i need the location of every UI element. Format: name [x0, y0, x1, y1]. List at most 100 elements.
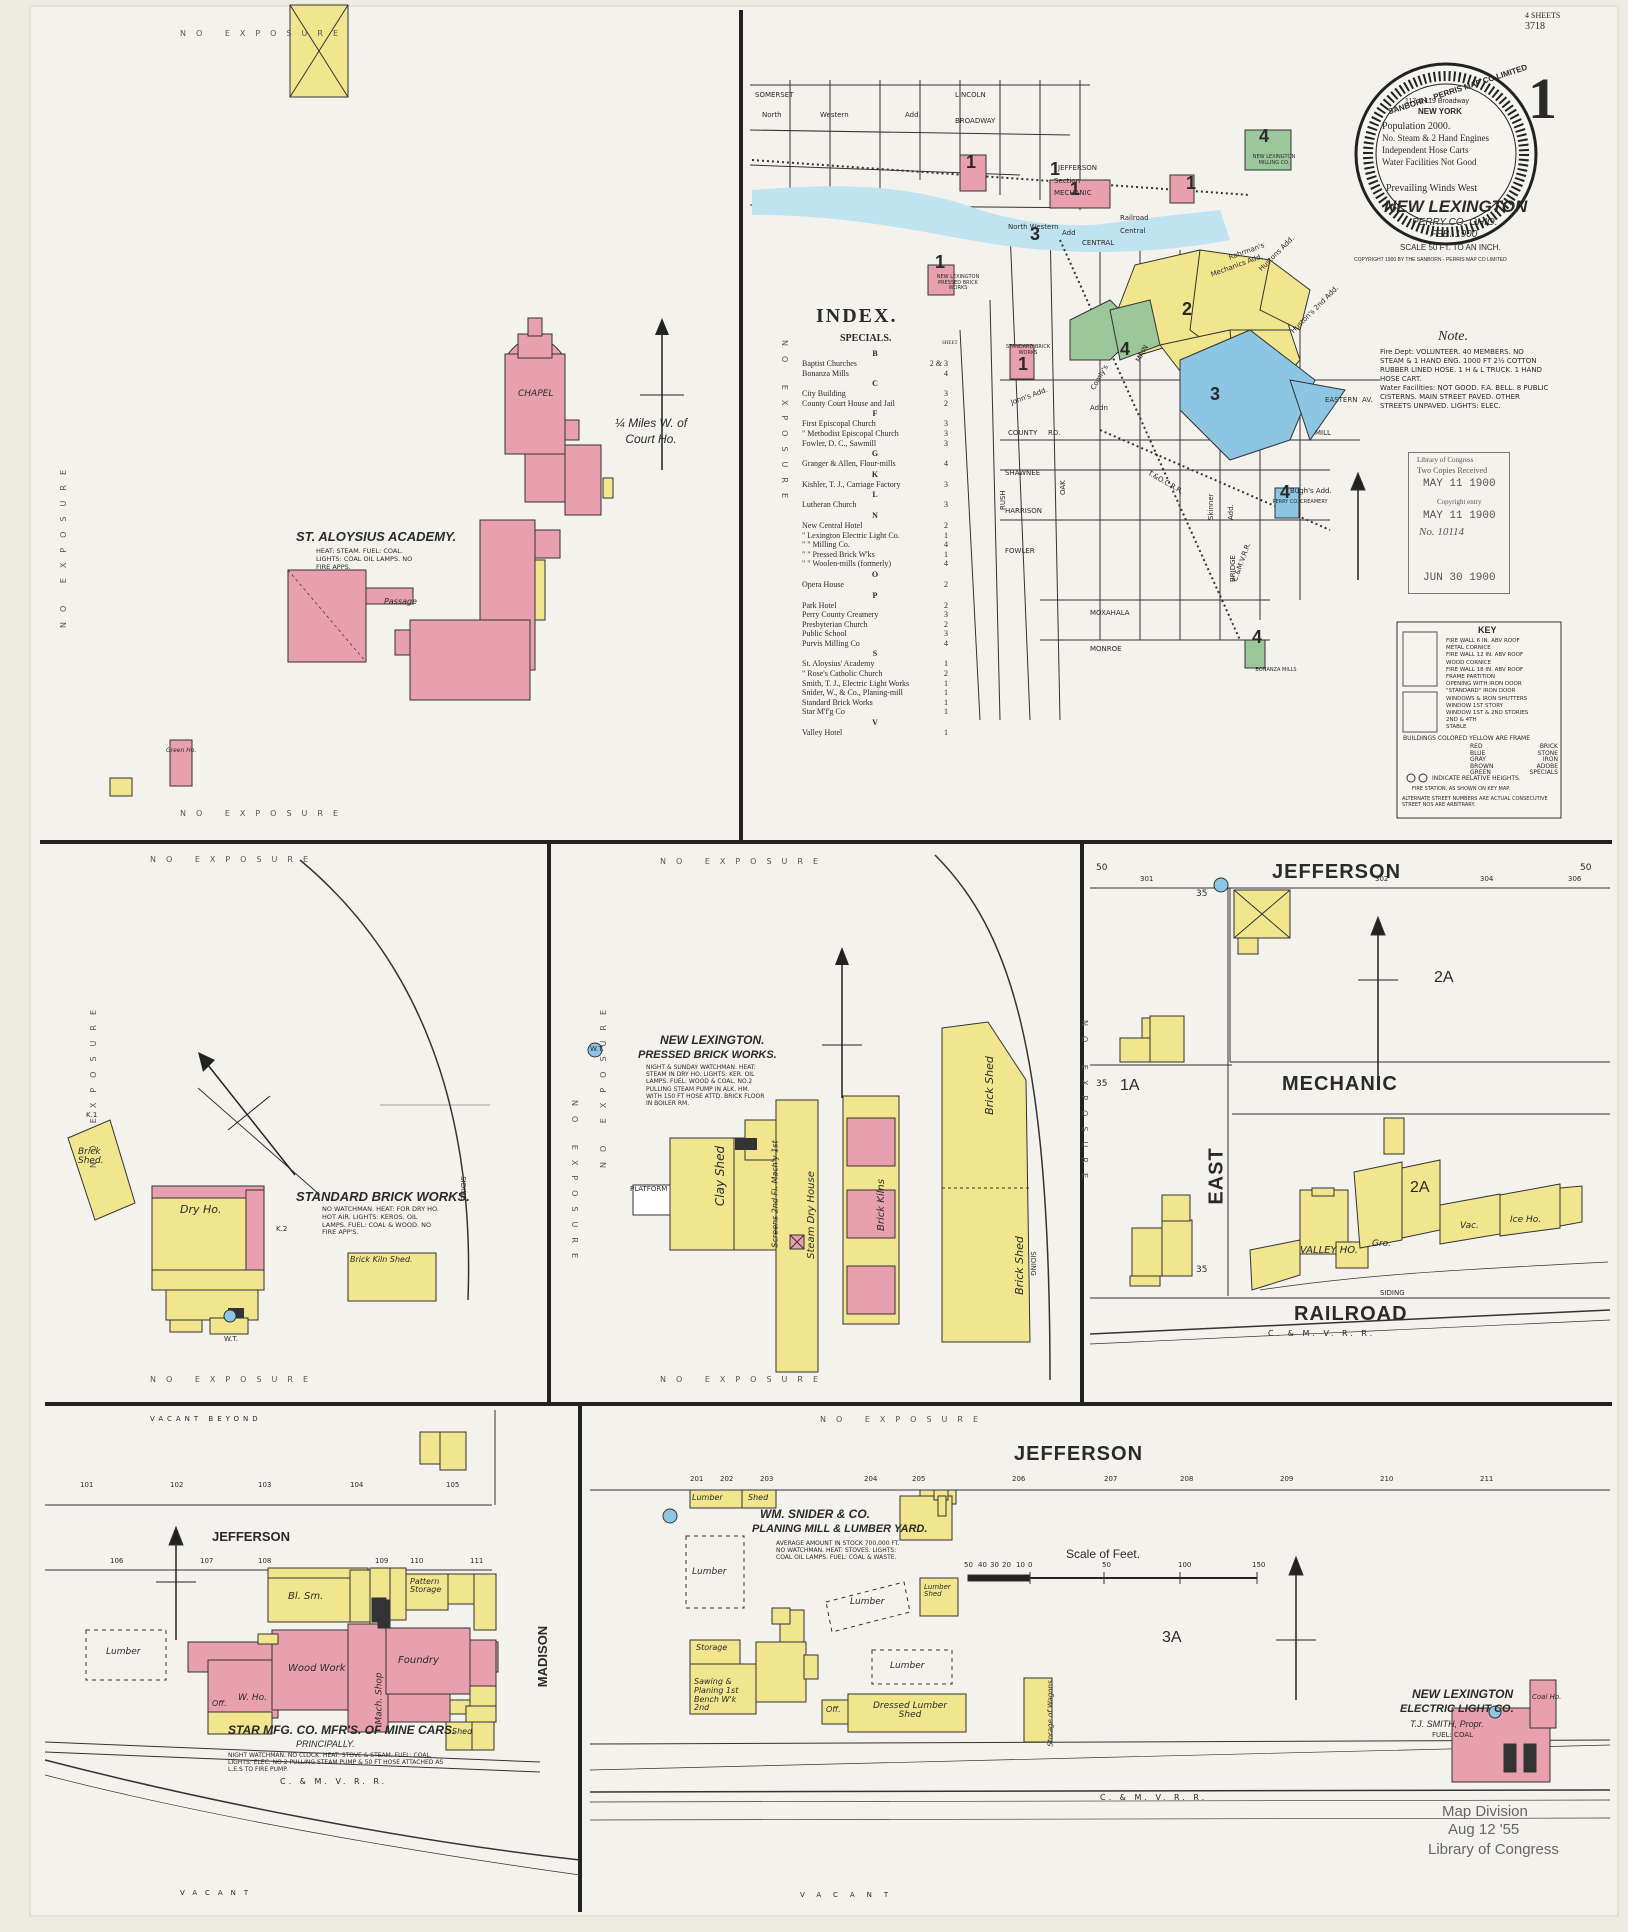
key-color-name: BROWN [1470, 762, 1494, 770]
pressed-panel [587, 854, 1051, 1381]
snider-street-number: 203 [760, 1475, 774, 1483]
index-entry-name: " " Milling Co. [802, 540, 850, 550]
keymap-sheet-number: 4 [1280, 482, 1291, 502]
index-entry-name: Park Hotel [802, 600, 837, 610]
snider-storage-of: Storage of Wagons [1046, 1680, 1055, 1747]
index-entry-name: Bonanza Mills [802, 368, 849, 378]
key-line: STABLE [1446, 724, 1467, 731]
index-entry-sheet: 1 [944, 659, 948, 669]
index-entry-name: Purvis Milling Co [802, 638, 860, 648]
academy-heat: HEAT: STEAM. FUEL: COAL. LIGHTS: COAL OI… [316, 547, 413, 571]
seal-copyright: COPYRIGHT 1900 BY THE SANBORN - PERRIS M… [1354, 257, 1507, 263]
index-letter: K [871, 469, 879, 479]
index-entry-sheet: 3 [944, 428, 948, 438]
valley-num-35a: 35 [1196, 889, 1208, 899]
note-fire-dept: Fire Dept: VOLUNTEER. 40 MEMBERS. NO STE… [1380, 348, 1542, 384]
note-heading: Note. [1438, 329, 1468, 344]
snider-street-number: 204 [864, 1475, 878, 1483]
index-entry-sheet: 3 [944, 419, 948, 429]
scale-title: Scale of Feet. [1066, 1547, 1141, 1561]
index-entry-name: First Episcopal Church [802, 419, 876, 429]
valley-num-35c: 35 [1196, 1265, 1208, 1275]
valley-num-301: 301 [1140, 875, 1154, 883]
snider-street-number: 207 [1104, 1475, 1118, 1483]
keymap-label: STANDARD BRICK WORKS [1005, 344, 1051, 356]
stamp-line2: Two Copies Received [1417, 466, 1488, 475]
star-street: JEFFERSON [212, 1529, 291, 1544]
snider-details: AVERAGE AMOUNT IN STOCK 700,000 FT. NO W… [776, 1540, 900, 1562]
scale-tick-label: 100 [1178, 1561, 1192, 1569]
pressed-steam-dry: Steam Dry House [805, 1171, 817, 1259]
index-entry-sheet: 3 [944, 629, 948, 639]
pressed-siding: SIDING [1028, 1251, 1037, 1276]
star-street-number: 101 [80, 1481, 94, 1489]
scale-tick-label: 30 [990, 1561, 999, 1569]
standard-exposure-top: NO EXPOSURE [150, 855, 319, 864]
key-color-meaning: IRON [1542, 756, 1558, 763]
keymap-sheet-number: 1 [966, 152, 977, 172]
index-entry-name: Valley Hotel [802, 728, 843, 738]
keymap-sheet-number: 3 [1030, 224, 1041, 244]
index-entry-sheet: 1 [944, 688, 948, 698]
index-entry-name: Opera House [802, 579, 844, 589]
index-entry-sheet: 1 [944, 707, 948, 717]
snider-name2: PLANING MILL & LUMBER YARD. [752, 1523, 928, 1535]
key-colors-heading: BUILDINGS COLORED YELLOW ARE FRAME [1403, 735, 1531, 742]
stamp-library: Library of Congress [1428, 1841, 1559, 1858]
star-vacant-bottom: VACANT [180, 1889, 257, 1897]
star-pattern: Pattern Storage [410, 1577, 442, 1594]
keymap-sheet-number: 1 [1070, 179, 1081, 199]
index-entry: First Episcopal Church 3 [802, 419, 948, 429]
index-letter: O [871, 569, 879, 579]
standard-exposure-bottom: NO EXPOSURE [150, 1375, 319, 1384]
scale-tick-label: 0 [1028, 1561, 1033, 1569]
academy-chapel: CHAPEL [518, 389, 554, 399]
keymap-street: MOXAHALA [1090, 609, 1130, 617]
seal-address: 117 & 119 Broadway [1405, 98, 1469, 105]
valley-ice-ho: Ice Ho. [1510, 1215, 1542, 1225]
index-entry-sheet: 1 [944, 697, 948, 707]
index-entry-name: Kishler, T. J., Carriage Factory [802, 479, 901, 489]
snider-name: WM. SNIDER & CO. [760, 1507, 870, 1521]
valley-block-2a-bottom: 2A [1410, 1179, 1430, 1196]
index-title: INDEX. [816, 305, 898, 327]
star-cross: MADISON [535, 1625, 551, 1688]
star-street-number: 111 [470, 1557, 484, 1565]
standard-dry-ho: Dry Ho. [180, 1203, 222, 1216]
key-color-meaning: ADOBE [1536, 762, 1558, 770]
keymap-street: Skinner [1207, 493, 1215, 521]
valley-num-50b: 50 [1580, 863, 1592, 873]
index-letter: F [872, 409, 878, 419]
index-entry-name: Presbyterian Church [802, 619, 868, 629]
pressed-exposure-top: NO EXPOSURE [660, 857, 829, 866]
snider-street-number: 208 [1180, 1475, 1194, 1483]
panel-dividers [40, 10, 1612, 1912]
snider-street-number: 209 [1280, 1475, 1294, 1483]
standard-k2: K.2 [276, 1225, 288, 1233]
standard-k1: K.1 [86, 1111, 98, 1119]
index-entry-sheet: 4 [944, 540, 948, 550]
key-legend-box [1396, 621, 1562, 819]
key-line: WINDOWS & IRON SHUTTERS [1446, 695, 1528, 702]
snider-street-number: 205 [912, 1475, 926, 1483]
keymap-street: RD. [1048, 429, 1061, 437]
snider-street: JEFFERSON [1014, 1443, 1144, 1465]
keymap-sheet-number: 1 [1018, 354, 1029, 374]
standard-exposure-right: NO EXPOSURE [570, 1099, 580, 1269]
index-entry-sheet: 3 [944, 438, 948, 448]
valley-block-2a-top: 2A [1434, 969, 1454, 986]
index-entry-sheet: 2 [944, 669, 948, 679]
index-entry-name: " Methodist Episcopal Church [802, 428, 899, 438]
